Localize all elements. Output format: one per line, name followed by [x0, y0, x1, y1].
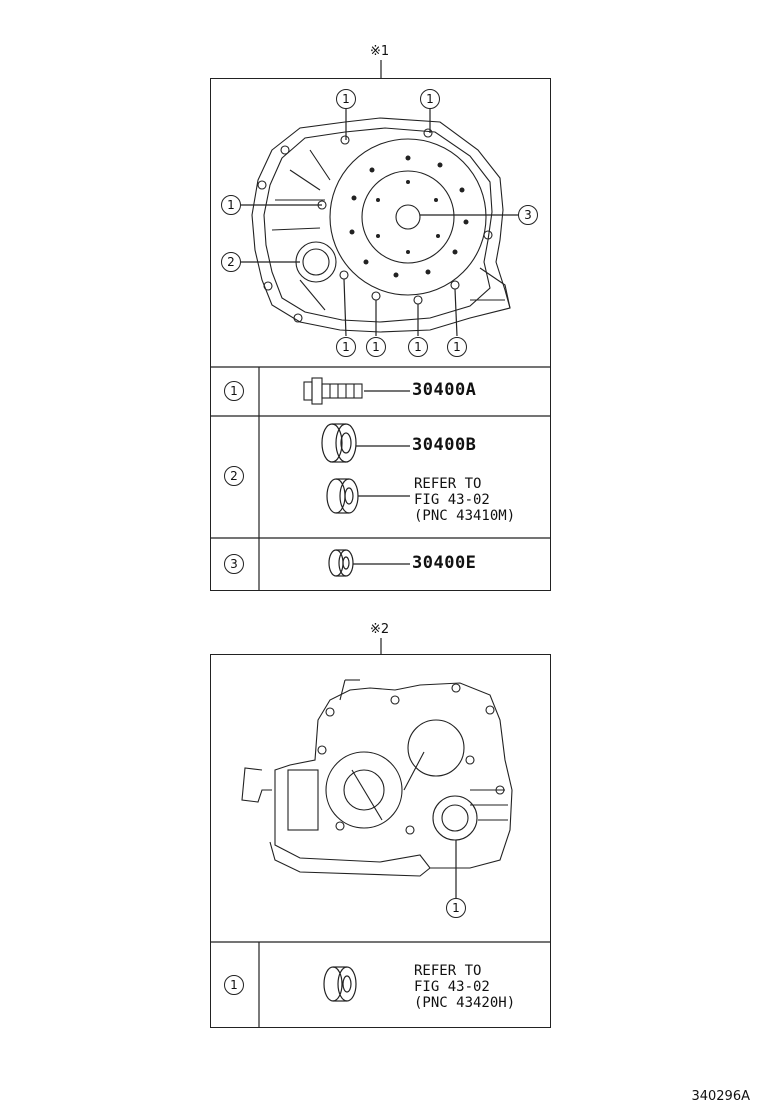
- oil-seal-refer-drawing: [326, 478, 359, 514]
- output-seal-drawing: [323, 966, 357, 1002]
- callout-2: 2: [221, 252, 241, 272]
- transaxle-side-view: [241, 679, 513, 877]
- callout-1: 1: [336, 337, 356, 357]
- callout-1: 1: [408, 337, 428, 357]
- callout-1: 1: [336, 89, 356, 109]
- callout-3: 3: [518, 205, 538, 225]
- bolt-drawing: [303, 377, 363, 405]
- callout-1: 1: [420, 89, 440, 109]
- small-seal-drawing: [328, 549, 354, 577]
- section1-ref-mark: ※1: [370, 44, 390, 59]
- oil-seal-drawing: [321, 423, 357, 463]
- callout-1: 1: [447, 337, 467, 357]
- callout-1: 1: [366, 337, 386, 357]
- row-index-1: 1: [224, 381, 244, 401]
- section1-panel: [210, 78, 551, 591]
- row-index-3: 3: [224, 554, 244, 574]
- section2-ref-mark: ※2: [370, 622, 390, 637]
- transaxle-front-view: [251, 117, 511, 333]
- refer-note-43410M: REFER TO FIG 43-02 (PNC 43410M): [414, 476, 516, 524]
- section2-panel: [210, 654, 551, 1028]
- part-code-30400A: 30400A: [412, 380, 477, 400]
- callout-1: 1: [446, 898, 466, 918]
- figure-id: 340296A: [691, 1089, 750, 1104]
- callout-1: 1: [221, 195, 241, 215]
- row-index-2: 2: [224, 466, 244, 486]
- row-index-1: 1: [224, 975, 244, 995]
- part-code-30400E: 30400E: [412, 553, 477, 573]
- refer-note-43420H: REFER TO FIG 43-02 (PNC 43420H): [414, 963, 516, 1011]
- part-code-30400B: 30400B: [412, 435, 477, 455]
